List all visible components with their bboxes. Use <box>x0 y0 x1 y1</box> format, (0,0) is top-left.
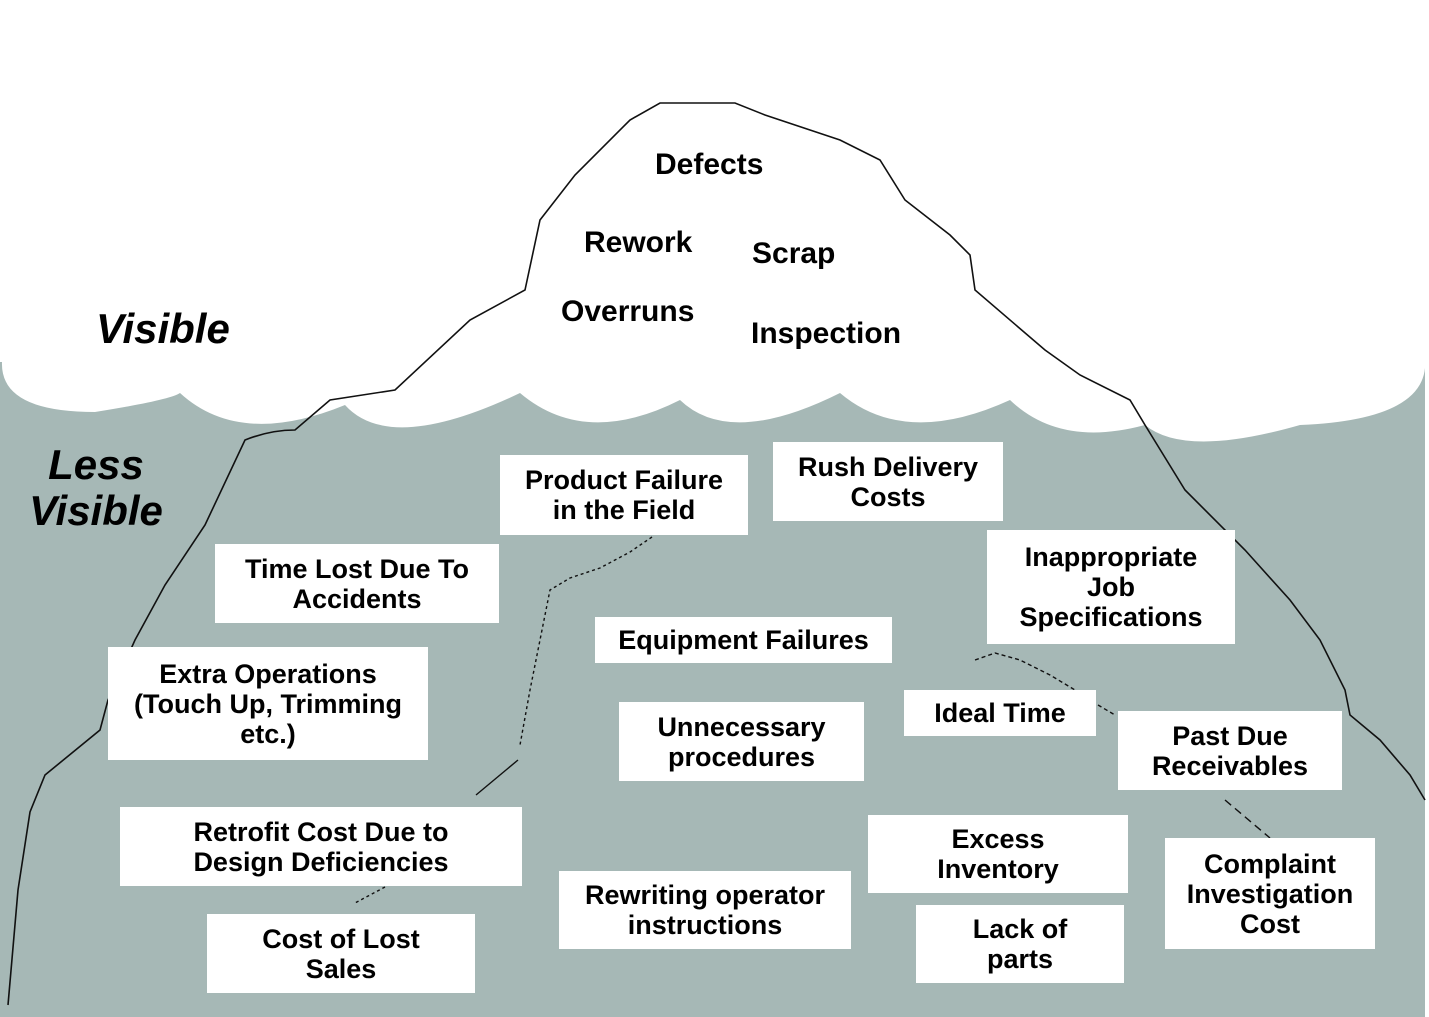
iceberg-outline <box>7 102 1426 1006</box>
visible-zone-label: Visible <box>96 305 230 352</box>
crack-line-right <box>974 652 1116 716</box>
scrap-label: Scrap <box>752 237 836 270</box>
ideal-time-box: Ideal Time <box>904 690 1096 736</box>
overruns-label: Overruns <box>561 295 695 328</box>
less-visible-line1: Less <box>48 441 144 488</box>
less-visible-zone-label: Less Visible <box>22 442 170 534</box>
crack-line-left <box>519 536 653 746</box>
defects-label: Defects <box>655 148 764 181</box>
crack-line-right-lower <box>1224 799 1271 839</box>
rework-label: Rework <box>584 226 693 259</box>
inspection-label: Inspection <box>751 317 902 350</box>
crack-line-left-lower <box>475 759 519 796</box>
less-visible-line2: Visible <box>29 487 163 534</box>
equipment-failures-box: Equipment Failures <box>595 617 892 663</box>
